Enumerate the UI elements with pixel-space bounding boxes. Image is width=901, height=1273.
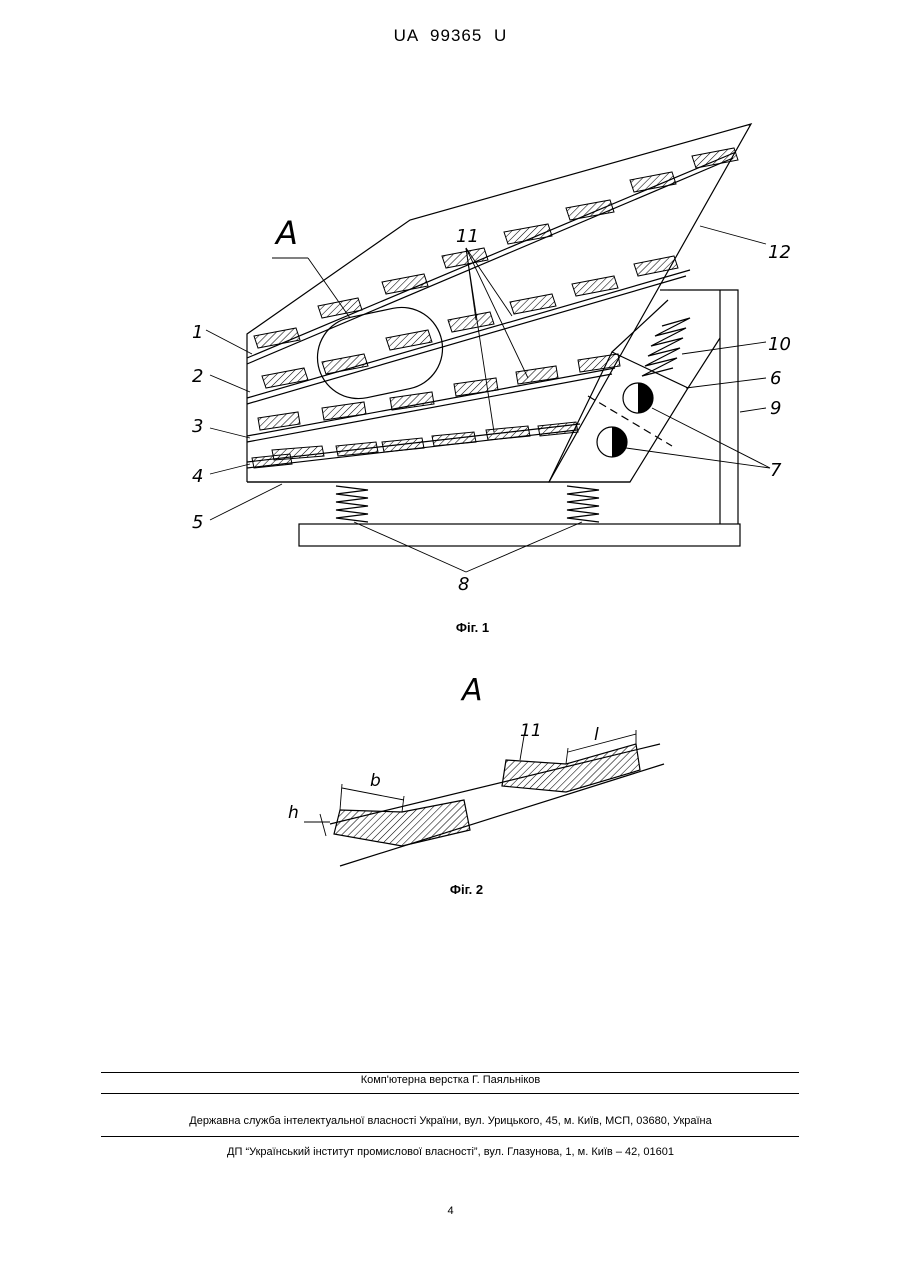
footer-rule-top — [101, 1072, 799, 1073]
fig1-label-8: 8 — [458, 574, 469, 595]
fig1-label-6: 6 — [770, 368, 781, 389]
deck-2 — [247, 270, 690, 398]
vibrator-housing — [549, 352, 688, 482]
fig2-label-11: 11 — [520, 721, 542, 741]
figure-1-caption: Фіг. 1 — [22, 620, 901, 635]
institute-address: ДП “Український інститут промислової вла… — [0, 1146, 901, 1158]
fig1-label-a: A — [274, 214, 298, 252]
fig1-label-7: 7 — [770, 460, 782, 481]
fig2-label-a: A — [460, 673, 483, 708]
fig1-label-2: 2 — [192, 366, 203, 387]
figure-2-caption: Фіг. 2 — [16, 882, 901, 897]
fig1-label-9: 9 — [770, 398, 781, 419]
fig1-label-5: 5 — [192, 512, 203, 533]
typesetting-credit: Комп'ютерна верстка Г. Паяльніков — [0, 1074, 901, 1086]
ip-service-address: Державна служба інтелектуальної власност… — [0, 1115, 901, 1127]
fig1-label-3: 3 — [192, 416, 203, 437]
spring-8-left — [336, 486, 368, 522]
fig2-label-l: l — [594, 725, 599, 745]
fig1-label-4: 4 — [192, 466, 203, 487]
fig1-label-10: 10 — [768, 334, 791, 355]
fig1-label-11: 11 — [456, 226, 479, 247]
frame-9 — [668, 290, 738, 524]
page-number: 4 — [0, 1205, 901, 1217]
footer-rule-2 — [101, 1093, 799, 1094]
fig2-label-h: h — [288, 803, 299, 823]
fig2-label-b: b — [370, 771, 381, 791]
spring-8-right — [567, 486, 599, 522]
figure-2-drawing: A 11 b h l — [0, 660, 901, 900]
spring-10 — [642, 318, 690, 376]
figure-1-drawing: A 11 12 1 2 3 4 5 10 6 9 7 8 — [0, 0, 901, 620]
fig1-label-1: 1 — [192, 322, 203, 343]
fig1-label-12: 12 — [768, 242, 791, 263]
footer-rule-3 — [101, 1136, 799, 1137]
